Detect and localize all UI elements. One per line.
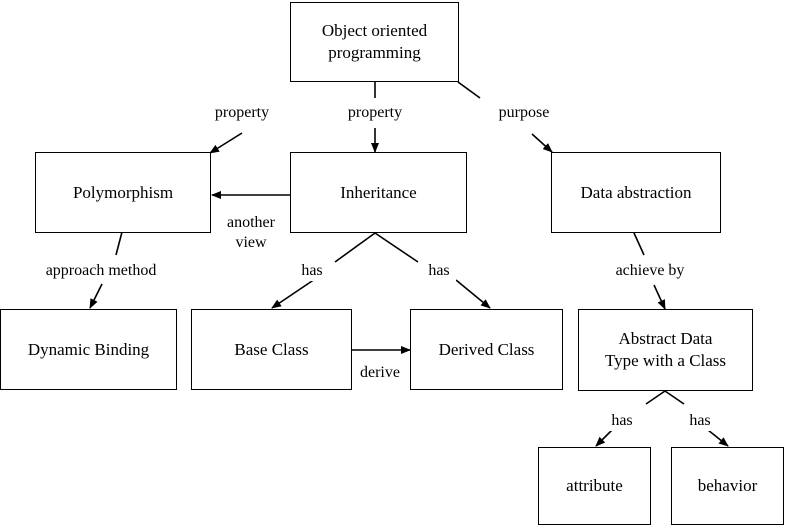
edge-poly-dynbind xyxy=(89,283,103,309)
label-derive: derive xyxy=(352,363,408,383)
edge-inh-baseclass xyxy=(271,276,319,309)
label-has-behavior: has xyxy=(682,411,718,431)
node-abstract-data-type: Abstract Data Type with a Class xyxy=(578,309,753,391)
edge-dataabs-adt-top xyxy=(633,232,645,256)
edge-oop-dataabs xyxy=(531,133,553,153)
node-derived-class: Derived Class xyxy=(410,309,563,390)
node-base-class: Base Class xyxy=(191,309,352,390)
label-another-view: another view xyxy=(216,213,286,253)
edge-oop-polymorphism xyxy=(209,132,243,154)
node-behavior: behavior xyxy=(671,447,784,525)
node-oop: Object oriented programming xyxy=(290,2,459,82)
label-property-left: property xyxy=(204,103,280,123)
label-approach-method: approach method xyxy=(26,261,176,281)
label-achieve-by: achieve by xyxy=(600,261,700,281)
node-data-abstraction: Data abstraction xyxy=(551,152,721,233)
edge-inh-split-right xyxy=(374,232,419,263)
node-dynamic-binding: Dynamic Binding xyxy=(0,309,177,390)
label-property-mid: property xyxy=(337,103,413,123)
node-polymorphism: Polymorphism xyxy=(35,152,211,233)
node-attribute: attribute xyxy=(538,447,651,525)
edge-dataabs-adt xyxy=(653,284,666,310)
label-has-attribute: has xyxy=(604,411,640,431)
edge-adt-behavior xyxy=(707,429,729,447)
edge-inh-derivedclass xyxy=(455,279,491,309)
label-purpose: purpose xyxy=(486,103,562,123)
edge-adt-attribute xyxy=(595,429,613,447)
edge-adt-split-left xyxy=(645,390,666,405)
label-has-left: has xyxy=(295,261,329,281)
label-has-right: has xyxy=(422,261,456,281)
edge-adt-split-right xyxy=(664,390,685,405)
edge-inh-split-left xyxy=(334,232,376,263)
edge-poly-dynbind-top xyxy=(115,231,123,256)
edge-oop-dataabs-top xyxy=(457,81,481,99)
node-inheritance: Inheritance xyxy=(290,152,467,233)
